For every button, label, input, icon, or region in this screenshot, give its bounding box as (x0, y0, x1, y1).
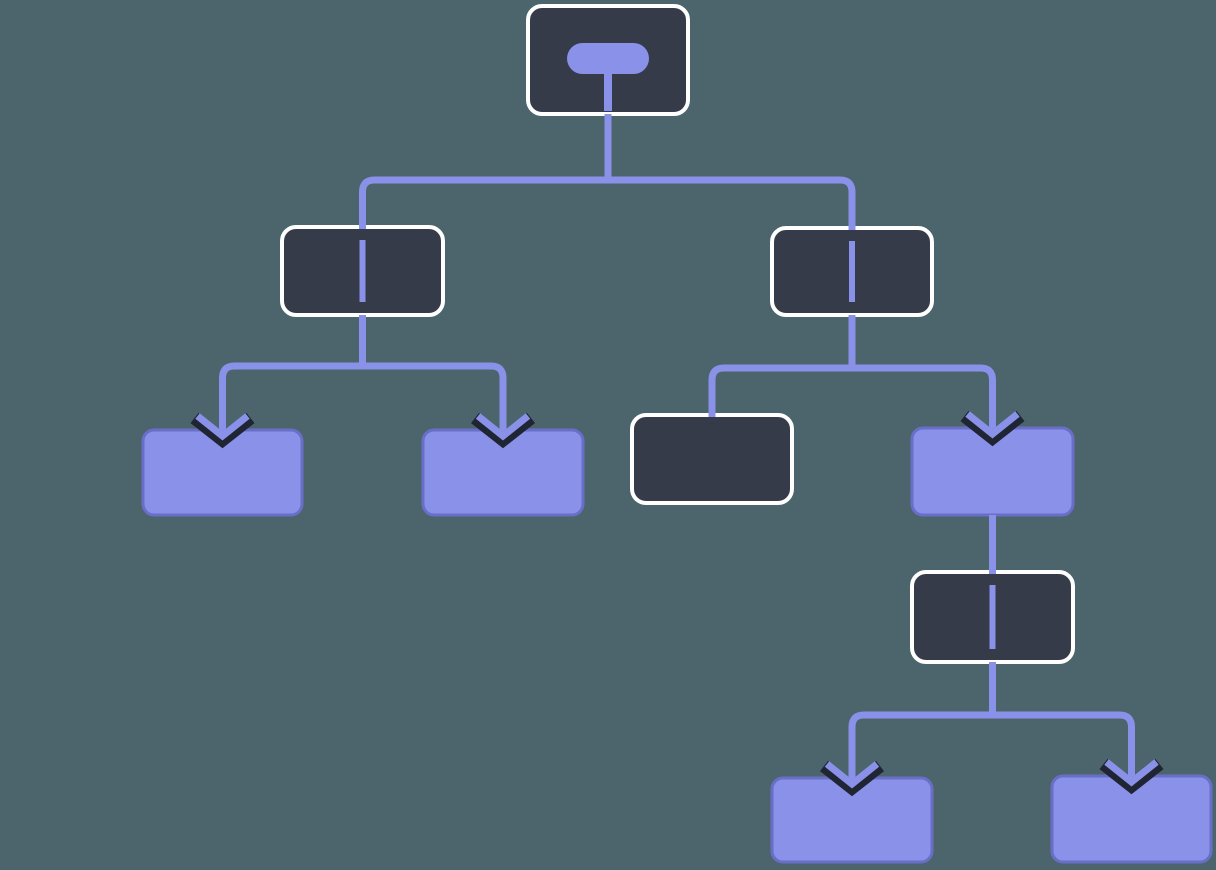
pill-icon (567, 43, 649, 74)
edge-from-root (359, 114, 856, 230)
edge-from-branch-left (219, 315, 507, 436)
arrowhead-inner-chevron-icon (195, 413, 250, 441)
edge-from-junction-bottom (848, 662, 1135, 784)
arrowhead-inner-chevron-icon (965, 411, 1020, 439)
arrowhead-inner-chevron-icon (824, 761, 880, 789)
node-node-plain-dark[interactable] (630, 413, 794, 505)
arrowhead-inner-chevron-icon (475, 413, 531, 441)
arrowhead-inner-chevron-icon (1104, 759, 1159, 787)
edges-layer (219, 114, 1135, 784)
arrowheads-layer (190, 410, 1164, 797)
edge-from-branch-right (708, 315, 996, 434)
node-icons-layer (359, 43, 996, 649)
nodes-layer (141, 4, 1213, 864)
